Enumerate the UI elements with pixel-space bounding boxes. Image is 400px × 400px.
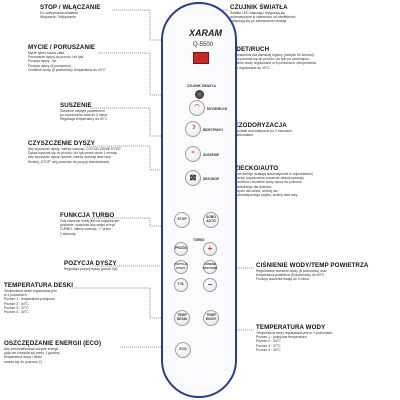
tyl-button[interactable]: TYŁ <box>174 278 188 292</box>
annotation-czujnik: CZUJNIK ŚWIATŁA Światła LED włączają i w… <box>230 4 296 24</box>
annotation-dezod: DEZODORYZACJA Wyłączanie automatyczne po… <box>230 122 292 137</box>
stop-button[interactable]: STOP <box>174 212 190 228</box>
annotation-cisnienie: CIŚNIENIE WODY/TEMP POWIETRZA Regulowane… <box>256 262 368 282</box>
annotation-czyszczenie-desc: Aby wyczyścić dyszę, należy wcisnąć „CZY… <box>28 147 123 164</box>
annotation-auto-desc: Główne funkcje działają automatycznie w … <box>230 172 313 198</box>
annotation-cisnienie-desc: Regulowane ciśnienie wody (8 poziomów) o… <box>256 269 327 282</box>
annotation-suszenie: SUSZENIE Suszenie ciepłym powietrzem po … <box>60 102 108 122</box>
indicator-light <box>193 52 209 64</box>
annotation-temp-wody: TEMPERATURA WODY Temperatura wody regulo… <box>256 324 333 352</box>
annotation-auto: DZIECKO/AUTO Główne funkcje działają aut… <box>230 165 313 197</box>
bidet-button-label: BIDET/RUCH <box>203 128 223 132</box>
annotation-turbo: FUNKCJA TURBO Gdy ciśnienie wody jest na… <box>60 212 119 236</box>
annotation-eco-title: OSZCZĘDZANIE ENERGII (ECO) <box>4 340 102 347</box>
temp-wody-button[interactable]: TEMP WODY <box>203 310 219 326</box>
wash-icon: ◠ <box>194 104 200 111</box>
annotation-bidet-title: BIDET/RUCH <box>230 46 270 53</box>
annotation-eco-desc: Aby zminimalizować zużycie energii (gdy … <box>4 347 60 364</box>
light-sensor-icon <box>195 90 204 99</box>
annotation-czujnik-title: CZUJNIK ŚWIATŁA <box>230 4 288 11</box>
annotation-czyszczenie: CZYSZCZENIE DYSZY Aby wyczyścić dyszę, n… <box>28 140 152 164</box>
dezodor-button-label: DEZODOR <box>203 177 219 181</box>
bidet-button[interactable]: ☽ <box>185 121 201 137</box>
annotation-mycie: MYCIE / PORUSZANIE Mycie tylnej części c… <box>28 44 148 72</box>
dryer-icon: ≈ <box>191 150 195 157</box>
mycie-button-label: MYCIE/RUCH <box>207 107 228 111</box>
minus-button[interactable]: − <box>203 278 217 292</box>
model-label: Q-5500 <box>193 42 214 48</box>
annotation-suszenie-desc: Suszenie ciepłym powietrzem po czyszczen… <box>60 109 109 122</box>
annotation-cisnienie-title: CIŚNIENIE WODY/TEMP POWIETRZA <box>256 262 369 269</box>
plus-button[interactable]: + <box>203 242 217 256</box>
annotation-pozycja-desc: Regulacja pozycji dyszy (przód, tył). <box>64 267 118 271</box>
annotation-bidet: BIDET/RUCH Przeznaczone dla damskiej hig… <box>230 46 316 70</box>
przod-button[interactable]: PRZÓD <box>174 242 188 256</box>
suszenie-button[interactable]: ≈ <box>185 146 201 162</box>
deodorize-icon: ⊠ <box>189 173 197 183</box>
annotation-czujnik-desc: Światła LED włączają i wyłączają się aut… <box>230 11 297 24</box>
annotation-temp-wody-desc: Temperatura wody regulowana jest w 4 poz… <box>256 331 334 352</box>
annotation-dezod-title: DEZODORYZACJA <box>230 122 287 129</box>
suszenie-button-label: SUSZENIE <box>203 153 219 157</box>
temp-deski-button[interactable]: TEMP DESKI <box>174 310 190 326</box>
annotation-stop-title: STOP / WŁĄCZANIE <box>40 4 101 11</box>
annotation-auto-title: DZIECKO/AUTO <box>230 165 279 172</box>
annotation-dezod-desc: Wyłączanie automatyczne po 2 minutach / … <box>230 129 292 138</box>
annotation-turbo-title: FUNKCJA TURBO <box>60 212 115 219</box>
annotation-temp-deski-desc: Temperatura deski regulowana jest w 4 po… <box>4 289 57 315</box>
annotation-stop: STOP / WŁĄCZANIE Do zatrzymania działani… <box>40 4 101 19</box>
turbo-label: TURBO <box>193 238 205 242</box>
annotation-temp-deski-title: TEMPERATURA DESKI <box>4 282 74 289</box>
bidet-icon: ☽ <box>190 125 196 132</box>
annotation-czyszczenie-title: CZYSZCZENIE DYSZY <box>28 140 96 147</box>
pozycja-dyszy-button[interactable]: POZYCJA DYSZY <box>174 260 188 274</box>
annotation-temp-wody-title: TEMPERATURA WODY <box>256 324 326 331</box>
cisnienie-button[interactable]: CIŚNIENIE WODY/TEMP <box>203 260 217 274</box>
eco-button[interactable]: ECO <box>175 342 191 358</box>
annotation-stop-desc: Do zatrzymania działania Włączanie / Wył… <box>40 11 78 20</box>
annotation-bidet-desc: Przeznaczone dla damskiej higieny (natry… <box>230 53 316 70</box>
annotation-pozycja-title: POZYCJA DYSZY <box>64 260 117 267</box>
light-sensor-label: CZUJNIK ŚWIATŁA <box>187 84 216 88</box>
annotation-mycie-desc: Mycie tylnej części ciała. Poruszanie dy… <box>28 51 106 72</box>
annotation-mycie-title: MYCIE / PORUSZANIE <box>28 44 96 51</box>
annotation-turbo-desc: Gdy ciśnienie wody jest na najwyższym po… <box>60 219 120 236</box>
brand-logo: XARAM <box>189 28 222 38</box>
dezodor-button[interactable]: ⊠ <box>185 170 201 186</box>
annotation-suszenie-title: SUSZENIE <box>60 102 92 109</box>
remote-control-body: XARAM Q-5500 CZUJNIK ŚWIATŁA ◠ MYCIE/RUC… <box>161 2 237 398</box>
annotation-pozycja: POZYCJA DYSZY Regulacja pozycji dyszy (p… <box>64 260 118 271</box>
auto-button[interactable]: SOBO AUTO <box>203 212 219 228</box>
annotation-temp-deski: TEMPERATURA DESKI Temperatura deski regu… <box>4 282 73 314</box>
mycie-button[interactable]: ◠ <box>189 100 205 116</box>
annotation-eco: OSZCZĘDZANIE ENERGII (ECO) Aby zminimali… <box>4 340 101 364</box>
